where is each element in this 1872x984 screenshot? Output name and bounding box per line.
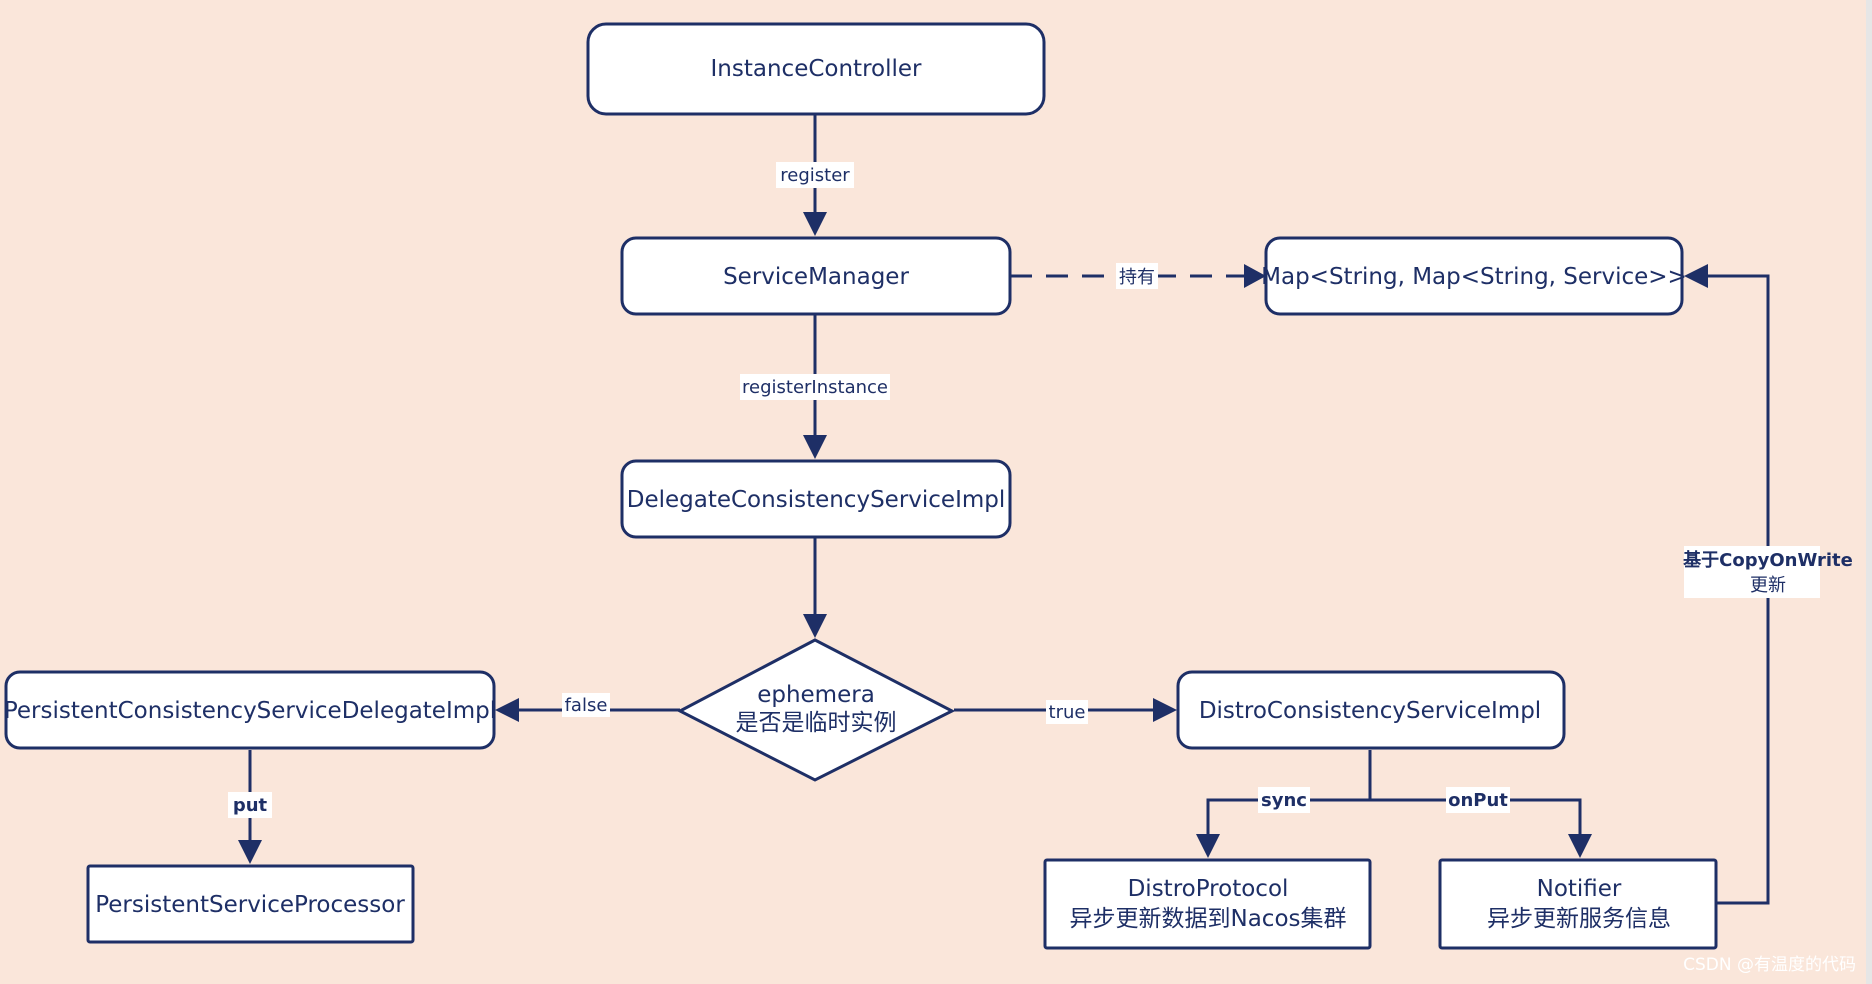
edge-label-sync: sync xyxy=(1261,790,1307,811)
arrowhead-false xyxy=(495,698,519,722)
node-notifier-line1: Notifier xyxy=(1537,876,1622,902)
node-notifier-line2: 异步更新服务信息 xyxy=(1487,906,1671,932)
node-distro-protocol: DistroProtocol 异步更新数据到Nacos集群 xyxy=(1043,858,1372,950)
arrowhead-holds xyxy=(1244,264,1266,288)
node-persistent-delegate: PersistentConsistencyServiceDelegateImpl xyxy=(4,670,496,750)
watermark: CSDN @有温度的代码 xyxy=(1683,955,1856,975)
node-persistent-processor: PersistentServiceProcessor xyxy=(86,864,415,944)
label-bg-false xyxy=(562,693,610,717)
arrowhead-sync xyxy=(1196,834,1220,858)
edge-label-register-instance: registerInstance xyxy=(742,377,888,398)
arrowhead-copy-on-write xyxy=(1684,264,1708,288)
edge-on-put xyxy=(1370,798,1582,845)
node-ephemeral-decision-line1: ephemera xyxy=(757,682,875,708)
arrowhead-put xyxy=(238,840,262,864)
edge-labels: register registerInstance 持有 false true … xyxy=(228,162,1853,818)
node-notifier: Notifier 异步更新服务信息 xyxy=(1438,858,1718,950)
label-bg-put xyxy=(228,792,272,818)
label-bg-holds xyxy=(1116,263,1158,289)
label-bg-copy-on-write xyxy=(1684,546,1820,598)
edge-label-copy-on-write-line1: 基于CopyOnWrite xyxy=(1682,549,1853,571)
node-delegate-consistency: DelegateConsistencyServiceImpl xyxy=(620,459,1012,539)
label-bg-on-put xyxy=(1446,787,1510,813)
arrowhead-register-instance xyxy=(803,435,827,459)
label-bg-register xyxy=(776,162,854,188)
edge-label-put: put xyxy=(233,795,268,816)
arrowhead-true xyxy=(1153,698,1177,722)
edge-label-holds: 持有 xyxy=(1119,267,1155,288)
node-instance-controller: InstanceController xyxy=(586,22,1046,116)
edge-label-true: true xyxy=(1049,702,1086,723)
edge-label-copy-on-write-line2: 更新 xyxy=(1750,575,1786,596)
edge-label-on-put: onPut xyxy=(1448,790,1508,811)
edge-label-false: false xyxy=(565,695,608,716)
node-delegate-consistency-label: DelegateConsistencyServiceImpl xyxy=(627,487,1006,513)
node-service-manager: ServiceManager xyxy=(620,236,1012,316)
node-persistent-delegate-label: PersistentConsistencyServiceDelegateImpl xyxy=(4,698,496,724)
node-distro-consistency: DistroConsistencyServiceImpl xyxy=(1176,670,1566,750)
arrowhead-register xyxy=(803,212,827,236)
node-distro-consistency-label: DistroConsistencyServiceImpl xyxy=(1199,698,1541,724)
node-ephemeral-decision: ephemera 是否是临时实例 xyxy=(676,638,956,782)
node-service-manager-label: ServiceManager xyxy=(723,264,909,290)
nodes: InstanceController ServiceManager Map<St… xyxy=(4,22,1718,950)
label-bg-register-instance xyxy=(740,374,890,400)
node-persistent-processor-label: PersistentServiceProcessor xyxy=(95,892,405,918)
node-service-map-label: Map<String, Map<String, Service>> xyxy=(1261,264,1687,290)
node-distro-protocol-line2: 异步更新数据到Nacos集群 xyxy=(1070,906,1347,932)
node-instance-controller-label: InstanceController xyxy=(711,56,923,82)
node-service-map: Map<String, Map<String, Service>> xyxy=(1261,236,1687,316)
right-edge-strip xyxy=(1866,0,1872,984)
label-bg-sync xyxy=(1258,787,1310,813)
edge-label-register: register xyxy=(780,165,850,186)
node-ephemeral-decision-line2: 是否是临时实例 xyxy=(736,710,897,736)
node-distro-protocol-line1: DistroProtocol xyxy=(1128,876,1289,902)
arrowhead-on-put xyxy=(1568,834,1592,858)
label-bg-true xyxy=(1046,700,1088,724)
arrowhead-decision xyxy=(803,614,827,638)
